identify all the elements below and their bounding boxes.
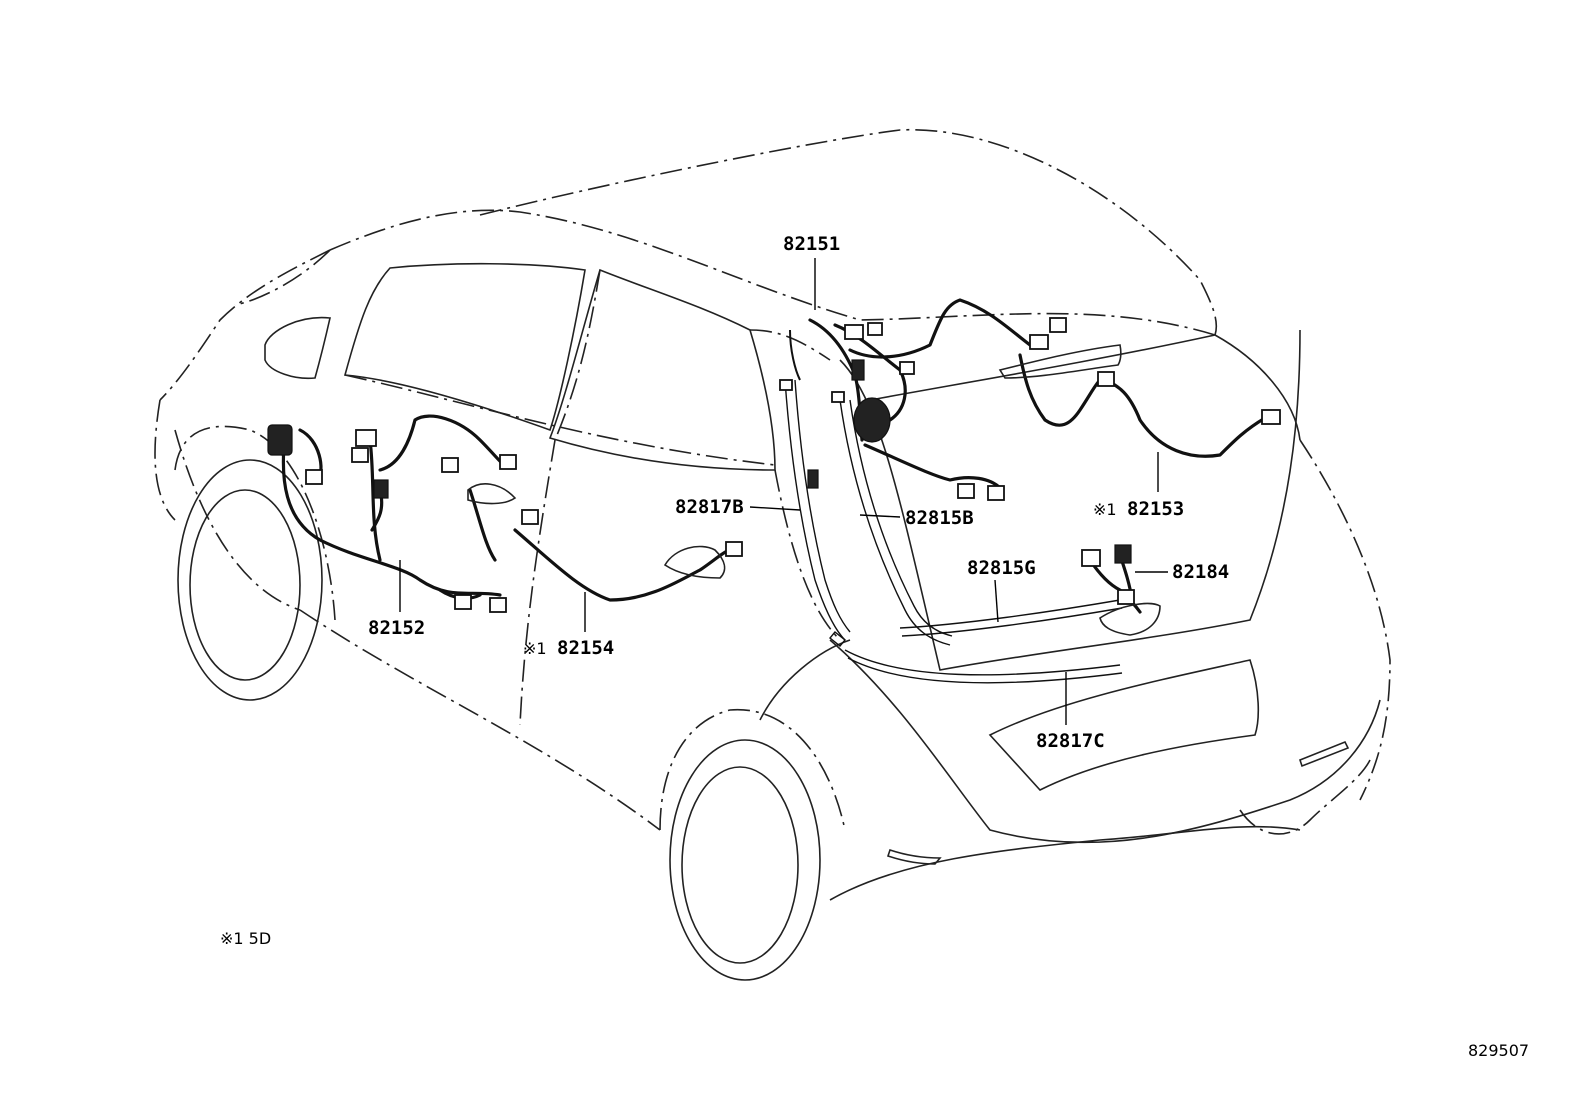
callout-82153: 82153 bbox=[1127, 498, 1184, 520]
back-door-harness-82184 bbox=[1081, 544, 1161, 636]
leader-lines bbox=[399, 258, 1168, 725]
rear-door-harness-82154 bbox=[467, 483, 743, 602]
callout-82154: 82154 bbox=[557, 637, 614, 659]
vehicle-body-outline bbox=[154, 128, 1391, 981]
callout-82817B: 82817B bbox=[675, 496, 744, 518]
front-door-harness-82152 bbox=[267, 414, 517, 613]
marker-note-82154: ※1 bbox=[523, 639, 547, 658]
callout-82815B: 82815B bbox=[905, 507, 974, 529]
callout-82152: 82152 bbox=[368, 617, 425, 639]
callout-82815G: 82815G bbox=[967, 557, 1036, 579]
callout-82184: 82184 bbox=[1172, 561, 1229, 583]
footnote-5d: ※1 5D bbox=[220, 929, 271, 948]
marker-note-82153: ※1 bbox=[1093, 500, 1117, 519]
door-opening-weatherstrips bbox=[779, 379, 1123, 684]
callout-labels: 82151 82152 ※1 82154 ※1 82153 82817B 828… bbox=[368, 233, 1229, 752]
roof-and-hatch-harness-82151-82153 bbox=[789, 298, 1281, 501]
diagram-reference-number: 829507 bbox=[1468, 1041, 1529, 1060]
callout-82817C: 82817C bbox=[1036, 730, 1105, 752]
callout-82151: 82151 bbox=[783, 233, 840, 255]
